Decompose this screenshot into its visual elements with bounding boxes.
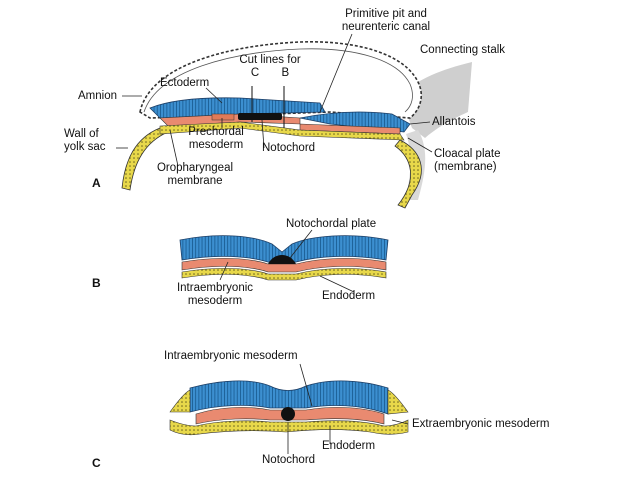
label-primitive-pit: Primitive pit and neurenteric canal (341, 8, 431, 33)
label-notochord-a: Notochord (262, 142, 316, 154)
panel-label-c: C (92, 456, 101, 470)
label-amnion: Amnion (78, 90, 117, 102)
panel-label-b: B (92, 276, 101, 290)
panel-c-diagram (169, 363, 409, 454)
label-intraembryonic-mesoderm-c: Intraembryonic mesoderm (164, 350, 298, 362)
ectoderm-layer-c (189, 380, 389, 415)
label-allantois: Allantois (432, 116, 476, 128)
ectoderm-layer-b (179, 235, 389, 267)
label-oropharyngeal-membrane: Oropharyngeal membrane (156, 162, 234, 187)
ectoderm-layer-a (149, 97, 326, 119)
panel-a-diagram (116, 33, 472, 209)
label-cloacal-plate: Cloacal plate (membrane) (434, 148, 501, 173)
connecting-stalk-shape (400, 62, 472, 138)
notochord-dot-c (281, 407, 295, 421)
label-extraembryonic-mesoderm: Extraembryonic mesoderm (412, 418, 550, 430)
label-connecting-stalk: Connecting stalk (420, 44, 506, 56)
label-notochord-c: Notochord (262, 454, 316, 466)
label-notochordal-plate: Notochordal plate (286, 218, 377, 230)
panel-label-a: A (92, 176, 101, 190)
label-intraembryonic-mesoderm-b: Intraembryonic mesoderm (176, 282, 254, 307)
label-endoderm-c: Endoderm (322, 440, 376, 452)
label-ectoderm: Ectoderm (160, 77, 210, 89)
label-cut-lines: Cut lines for C B (239, 54, 301, 79)
label-wall-of-yolk-sac: Wall of yolk sac (64, 128, 106, 153)
notochord-bar-a (238, 113, 282, 120)
notochordal-plate-shape (268, 255, 296, 264)
panel-b-diagram (179, 229, 389, 293)
label-endoderm-b: Endoderm (322, 290, 376, 302)
label-prechordal-mesoderm: Prechordal mesoderm (188, 126, 244, 151)
